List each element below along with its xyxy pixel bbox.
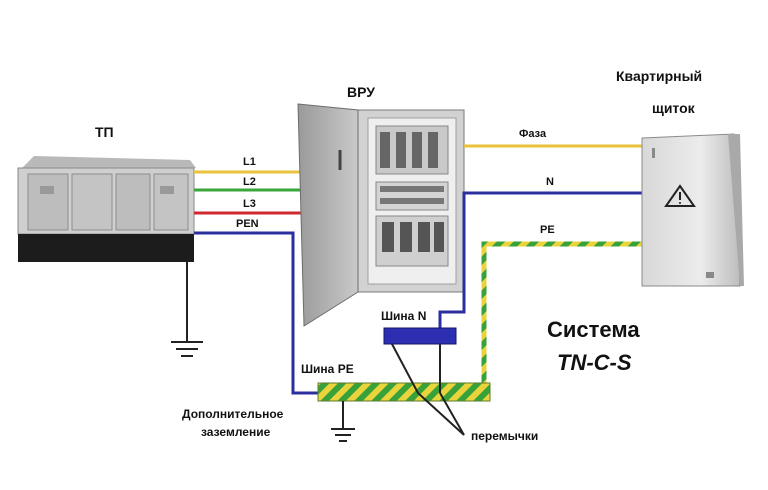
l2-label: L2 xyxy=(243,176,256,188)
flat-panel-label-line1: Квартирный xyxy=(616,68,703,84)
extra-ground-label-line1: Дополнительное xyxy=(182,407,284,421)
wire-n xyxy=(438,191,642,330)
bus-pe-label: Шина PE xyxy=(301,362,354,376)
l3-label: L3 xyxy=(243,198,256,210)
incoming-wires xyxy=(194,170,318,395)
flat-panel-label-line2: щиток xyxy=(652,100,695,116)
l1-label: L1 xyxy=(243,156,256,168)
n-label: N xyxy=(546,176,554,188)
extra-ground-symbol-icon xyxy=(331,401,355,442)
system-label-line2: TN-C-S xyxy=(557,350,632,375)
jumpers xyxy=(391,343,465,436)
pen-label: PEN xyxy=(236,218,259,230)
tp-label: ТП xyxy=(95,124,114,140)
bus-n xyxy=(383,327,457,345)
bus-n-label: Шина N xyxy=(381,309,427,323)
vru-label: ВРУ xyxy=(347,84,375,100)
faza-label: Фаза xyxy=(519,128,547,140)
system-label-line1: Система xyxy=(547,317,640,342)
tp-ground-symbol-icon xyxy=(171,262,203,357)
wire-pen xyxy=(194,231,318,395)
warning-triangle-icon xyxy=(664,184,696,207)
transformer-substation xyxy=(17,156,196,262)
bus-pe xyxy=(317,382,491,402)
extra-ground-label-line2: заземление xyxy=(201,425,271,439)
vru-cabinet xyxy=(297,103,465,327)
pe-label: PE xyxy=(540,224,555,236)
wire-pe xyxy=(481,241,642,393)
outgoing-wires xyxy=(438,144,642,393)
jumpers-label: перемычки xyxy=(471,429,539,443)
flat-panel xyxy=(641,133,744,287)
